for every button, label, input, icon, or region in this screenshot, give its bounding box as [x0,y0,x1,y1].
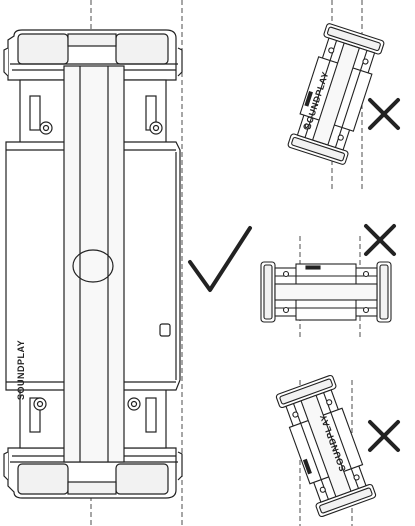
brand-label: SOUNDPLAY [16,340,26,400]
device-bottom-cap [3,447,183,499]
device-tilted-left: SOUNDPLAY [275,374,377,526]
device-top-cap [3,29,183,81]
device-horizontal [260,236,392,340]
device-tilted-right: SOUNDPLAY [286,0,386,190]
device-main: SOUNDPLAY [3,0,183,526]
cross-icon [364,224,396,256]
checkmark-icon [188,226,252,292]
device-center-rail [63,65,125,463]
cross-icon [368,98,400,130]
cross-icon [368,420,400,452]
